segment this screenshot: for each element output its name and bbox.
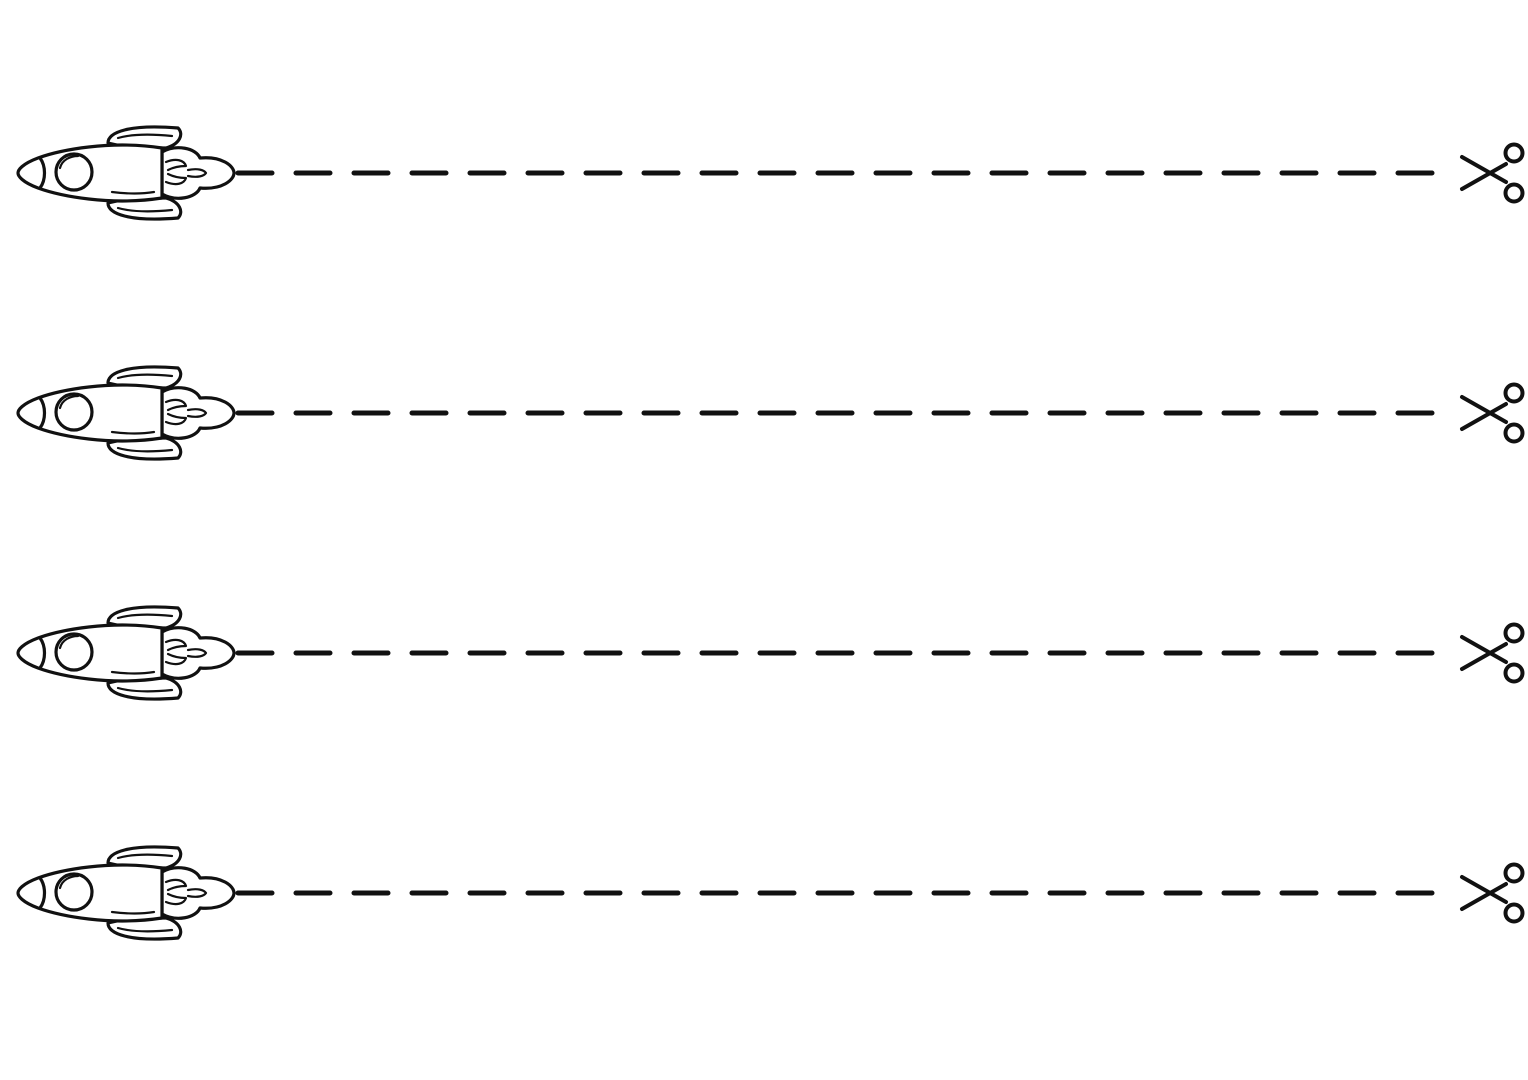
scissors-icon [1460,382,1525,444]
cut-row-4 [0,830,1528,960]
cut-row-drawing [16,125,1525,221]
cut-row-2 [0,350,1528,480]
rocket-icon [16,845,236,941]
scissors-icon [1460,622,1525,684]
scissors-icon [1460,142,1525,204]
cut-row-3 [0,590,1528,720]
cut-row-1 [0,110,1528,240]
cut-row-drawing [16,605,1525,701]
rocket-icon [16,125,236,221]
cut-row-drawing [16,845,1525,941]
cut-row-drawing [16,365,1525,461]
scissors-icon [1460,862,1525,924]
rocket-icon [16,365,236,461]
rocket-icon [16,605,236,701]
